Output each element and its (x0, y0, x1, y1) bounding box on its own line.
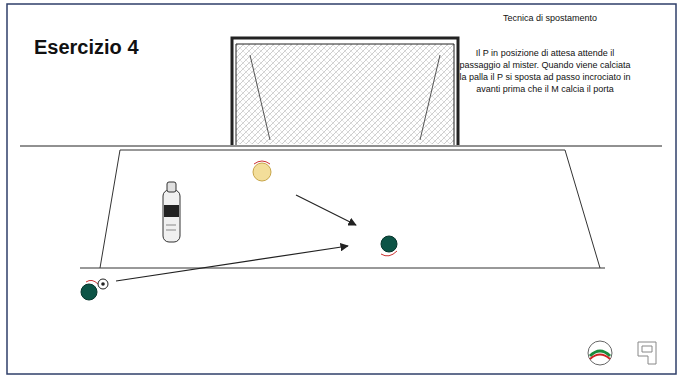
movement-arrow (296, 195, 356, 225)
gaze-mark (381, 251, 397, 256)
penalty-area (80, 150, 605, 268)
player (81, 284, 97, 300)
mister (381, 236, 397, 252)
gaze-mark (86, 280, 98, 284)
logo (588, 341, 612, 365)
frame (7, 4, 676, 374)
exercise-title: Esercizio 4 (34, 36, 139, 59)
note-text: Il P in posizione di attesa attende il p… (455, 47, 635, 96)
note-heading: Tecnica di spostamento (470, 13, 630, 23)
gaze-mark (254, 161, 270, 164)
logo (638, 342, 656, 364)
ball (98, 279, 108, 289)
pass-arrow (116, 246, 348, 281)
bottle (163, 182, 180, 242)
goalkeeper (253, 163, 271, 181)
goal (232, 38, 458, 145)
field-line (20, 146, 662, 147)
